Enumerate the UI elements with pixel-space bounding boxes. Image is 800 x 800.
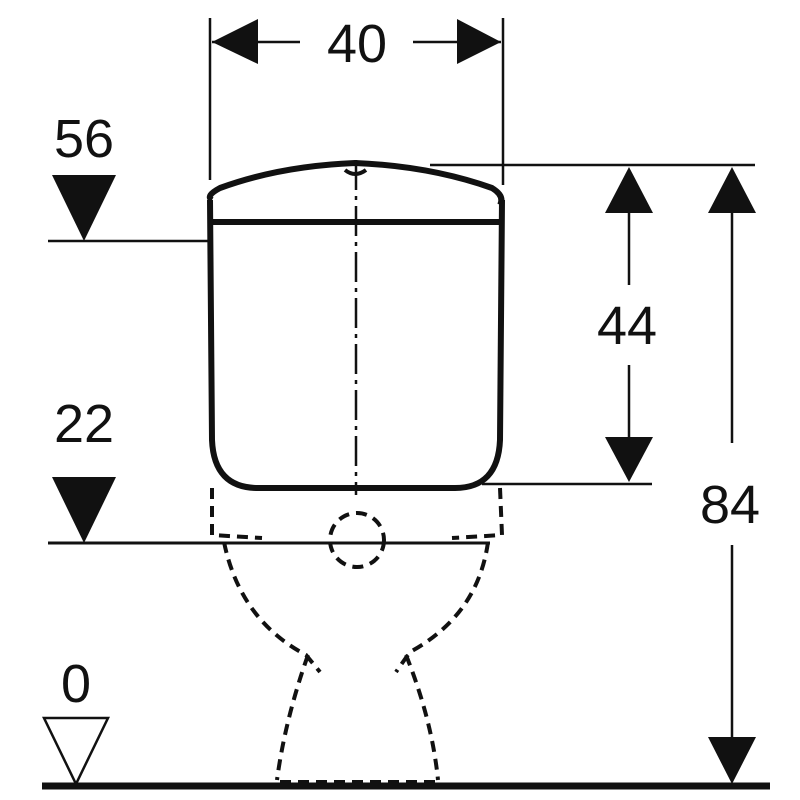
level-triangle-open-icon [42,716,110,787]
level-56-label: 56 [53,109,115,169]
total-height-label: 84 [699,475,761,535]
arrow-up-icon [708,167,756,213]
cistern-height-label: 44 [596,296,658,356]
arrow-down-icon [708,737,756,784]
level-22-marker [48,477,490,545]
total-height-dimension [708,167,756,784]
width-label: 40 [326,14,388,74]
level-triangle-icon [52,175,116,241]
level-0-label: 0 [60,654,92,714]
arrow-up-icon [605,167,653,213]
bowl-hidden-outline [210,487,505,784]
level-triangle-icon [52,477,116,543]
width-dimension [208,18,505,185]
arrow-down-icon [605,437,653,482]
arrow-left-icon [212,19,258,64]
cistern-height-dimension [430,163,755,486]
level-56-marker [48,175,208,243]
arrow-right-icon [457,19,501,64]
level-22-label: 22 [53,394,115,454]
level-0-marker [42,716,110,787]
